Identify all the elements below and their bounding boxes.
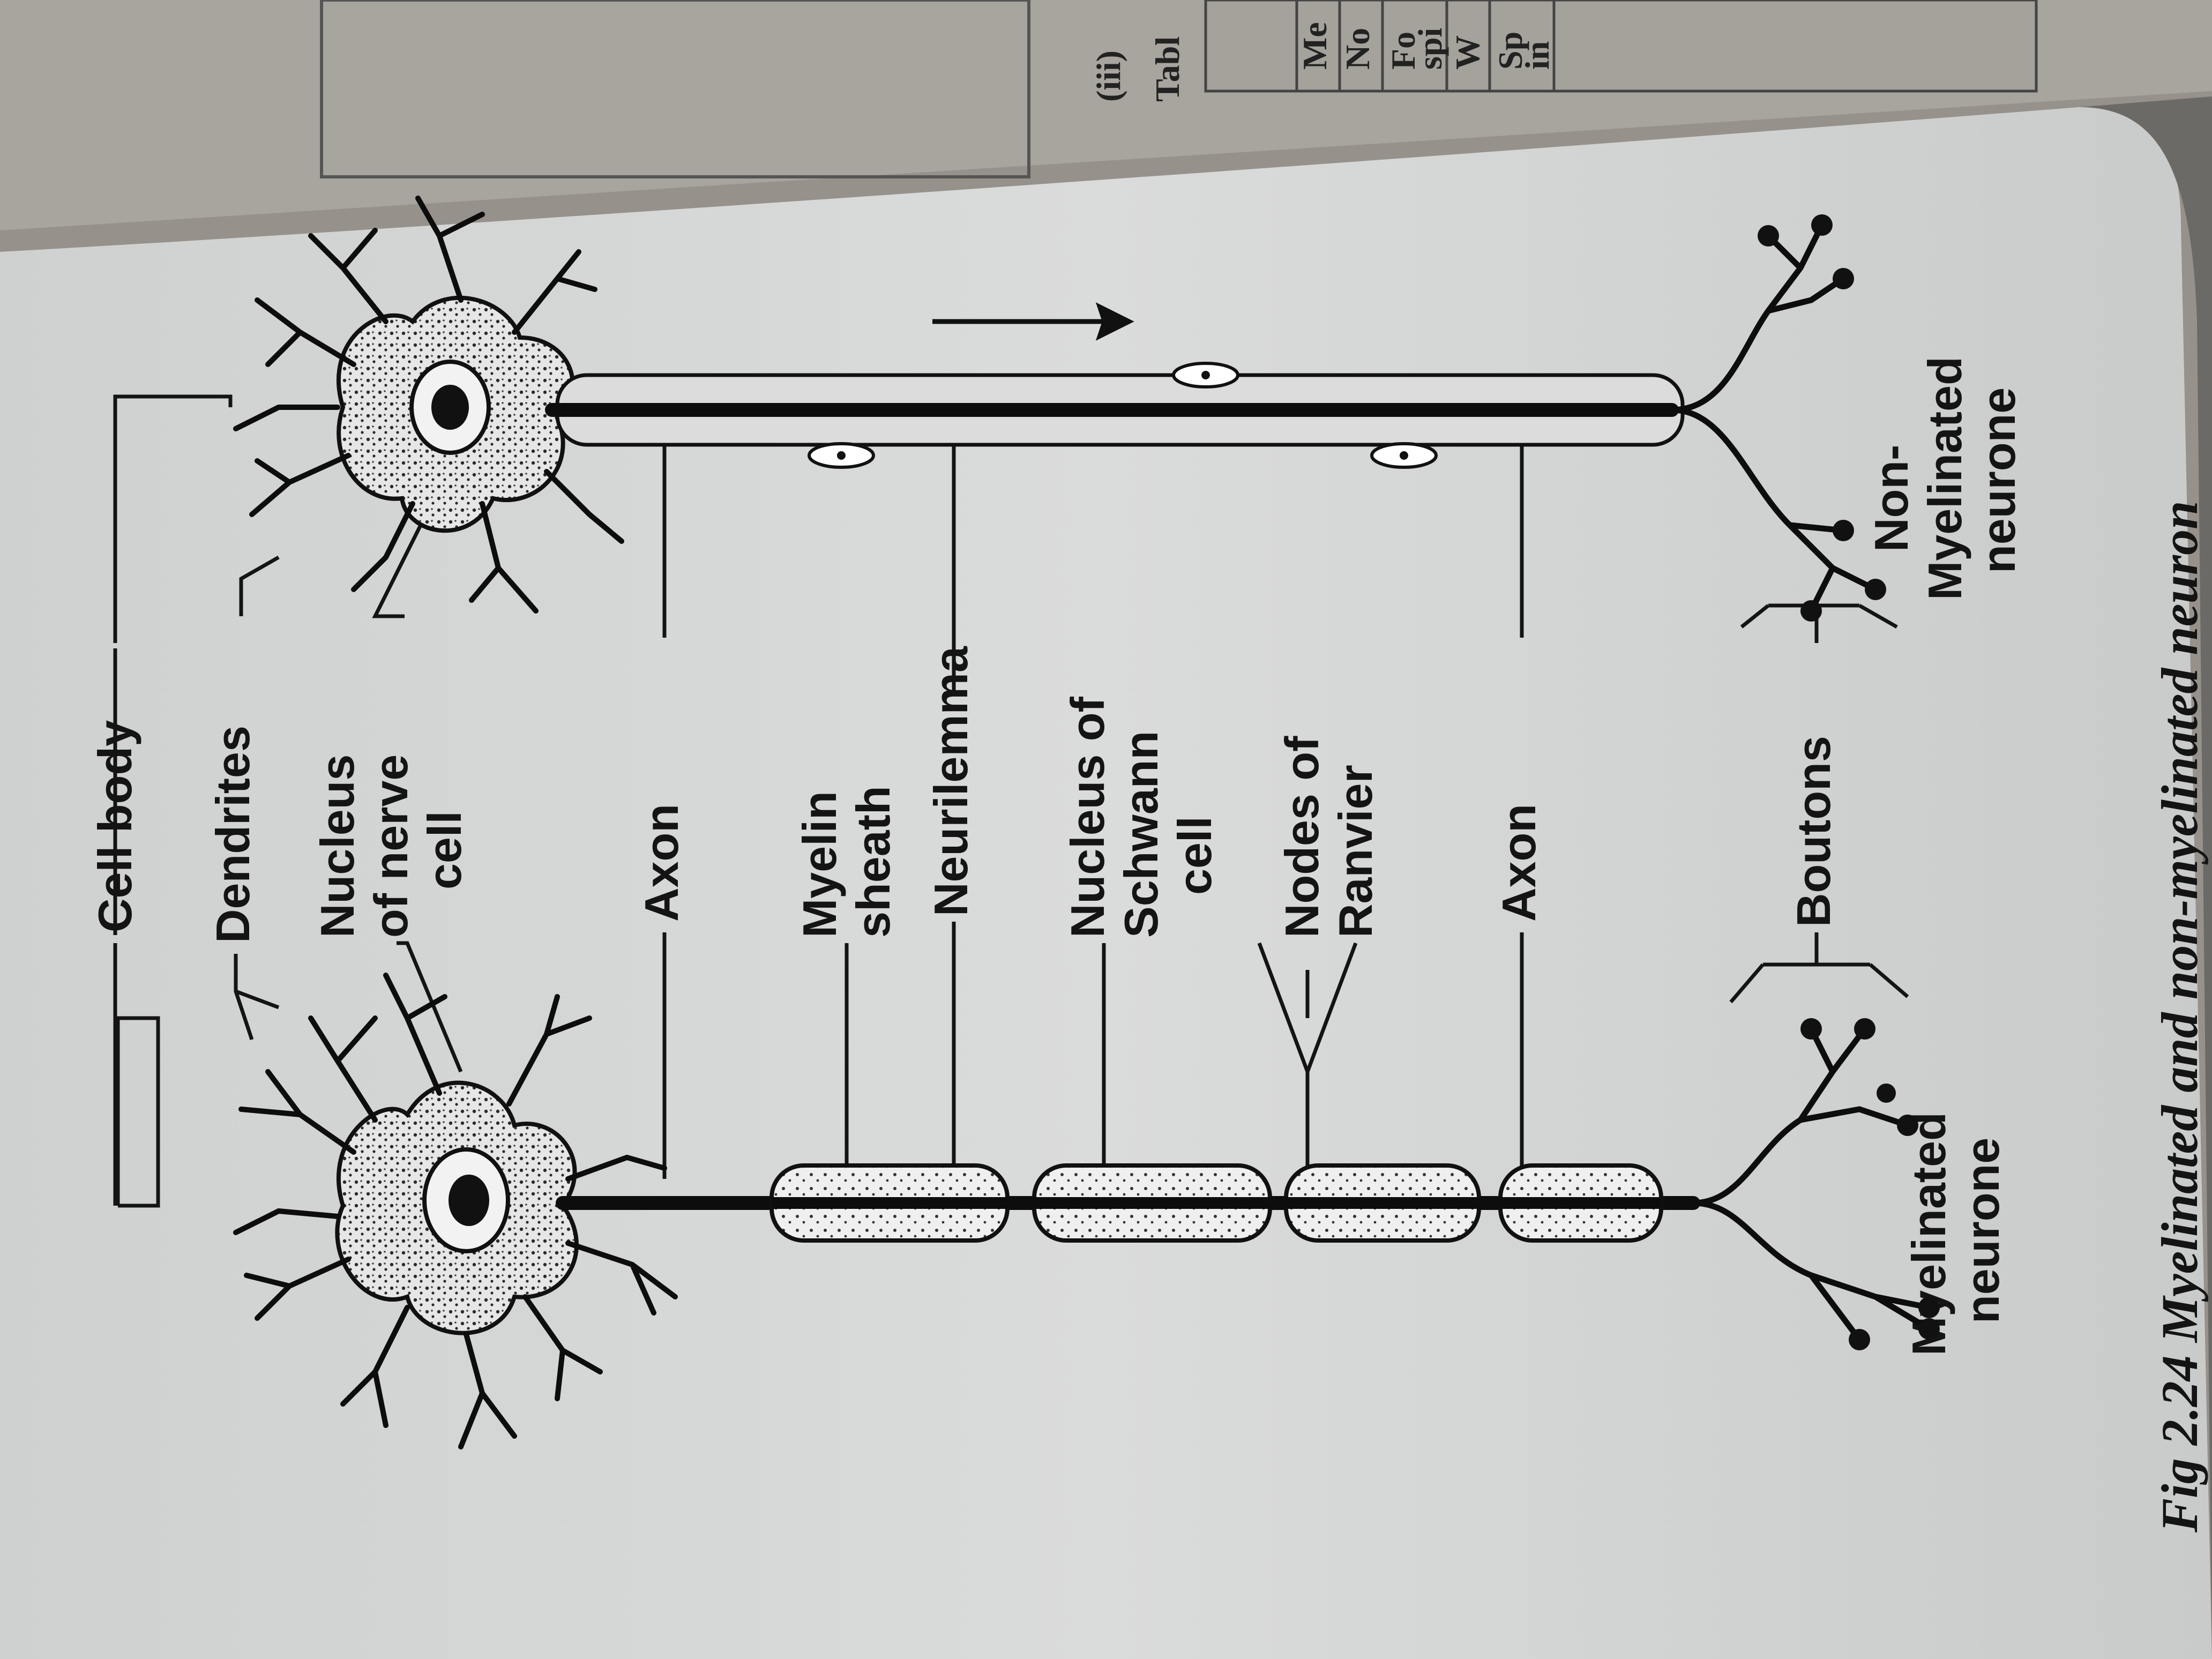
label-nucleus-nerve-line1: Nucleus bbox=[311, 754, 364, 938]
figure-caption: Fig 2.24 Myelinated and non-myelinated n… bbox=[2151, 501, 2208, 1533]
label-leaders bbox=[113, 394, 1909, 1232]
margin-cell-3: spi bbox=[1411, 28, 1449, 70]
margin-cell-5: Sp bbox=[1491, 32, 1529, 70]
label-axon-top: Axon bbox=[635, 804, 688, 922]
non-myelinated-terminal-branches bbox=[1669, 214, 1886, 622]
label-non-myelinated-line3: neurone bbox=[1972, 387, 2025, 573]
label-dendrites: Dendrites bbox=[206, 726, 259, 943]
label-cell-body: Cell body bbox=[88, 720, 141, 932]
label-nucleus-nerve-line2: of nerve bbox=[364, 754, 417, 938]
non-myelinated-dendrites bbox=[233, 196, 646, 614]
background-box bbox=[320, 0, 1030, 178]
margin-cell-6: in bbox=[1518, 41, 1556, 70]
label-myelin-line2: sheath bbox=[847, 786, 900, 938]
margin-cell-4: W bbox=[1448, 35, 1486, 70]
margin-table: Me No Fo spi W Sp in bbox=[1204, 0, 2038, 93]
label-boutons: Boutons bbox=[1787, 736, 1840, 927]
label-axon-bottom: Axon bbox=[1492, 804, 1545, 922]
section-mark: (iii) bbox=[1089, 50, 1127, 102]
myelinated-nucleolus bbox=[449, 1175, 489, 1226]
page-edge-shadow bbox=[2079, 96, 2212, 1659]
cell-body-bracket-left bbox=[116, 1016, 160, 1208]
nucleus-leader-left bbox=[397, 941, 463, 1073]
margin-cell-2: Fo bbox=[1384, 32, 1422, 70]
diagram-labels: Cell body Dendrites Nucleus of nerve cel… bbox=[88, 356, 2025, 1356]
label-neurilemma: Neurilemma bbox=[924, 646, 977, 916]
label-non-myelinated-line2: Myelinated bbox=[1918, 356, 1971, 600]
label-ranvier-line1: Nodes of bbox=[1275, 736, 1328, 938]
label-ranvier-line2: Ranvier bbox=[1329, 765, 1382, 938]
margin-cell-1: No bbox=[1339, 28, 1377, 70]
label-myelin-line1: Myelin bbox=[793, 791, 846, 938]
nucleus-leader-right bbox=[372, 508, 431, 618]
label-myelinated-line2: neurone bbox=[1956, 1138, 2009, 1324]
margin-cell-0: Me bbox=[1296, 22, 1334, 70]
myelinated-neurone bbox=[233, 973, 1940, 1449]
non-myelinated-nucleolus bbox=[431, 385, 469, 430]
non-myelinated-neurone bbox=[233, 196, 1886, 622]
myelinated-terminal-branches bbox=[1690, 1018, 1940, 1350]
myelinated-dendrites bbox=[233, 973, 678, 1449]
direction-arrow bbox=[932, 302, 1134, 341]
label-schwann-line2: Schwann bbox=[1115, 731, 1168, 938]
dendrites-leader-right bbox=[239, 555, 280, 616]
label-schwann-line3: cell bbox=[1168, 816, 1221, 895]
label-schwann-line1: Nucleus of bbox=[1061, 696, 1114, 938]
cell-body-leader-right bbox=[113, 394, 233, 643]
boutons-leader-left bbox=[1729, 932, 1909, 1004]
label-non-myelinated-line1: Non- bbox=[1865, 445, 1918, 552]
table-fragment: Tabl bbox=[1148, 36, 1186, 102]
dendrites-leader-left bbox=[234, 954, 280, 1041]
myelin-segments bbox=[769, 1163, 1663, 1243]
label-nucleus-nerve-line3: cell bbox=[418, 811, 471, 890]
